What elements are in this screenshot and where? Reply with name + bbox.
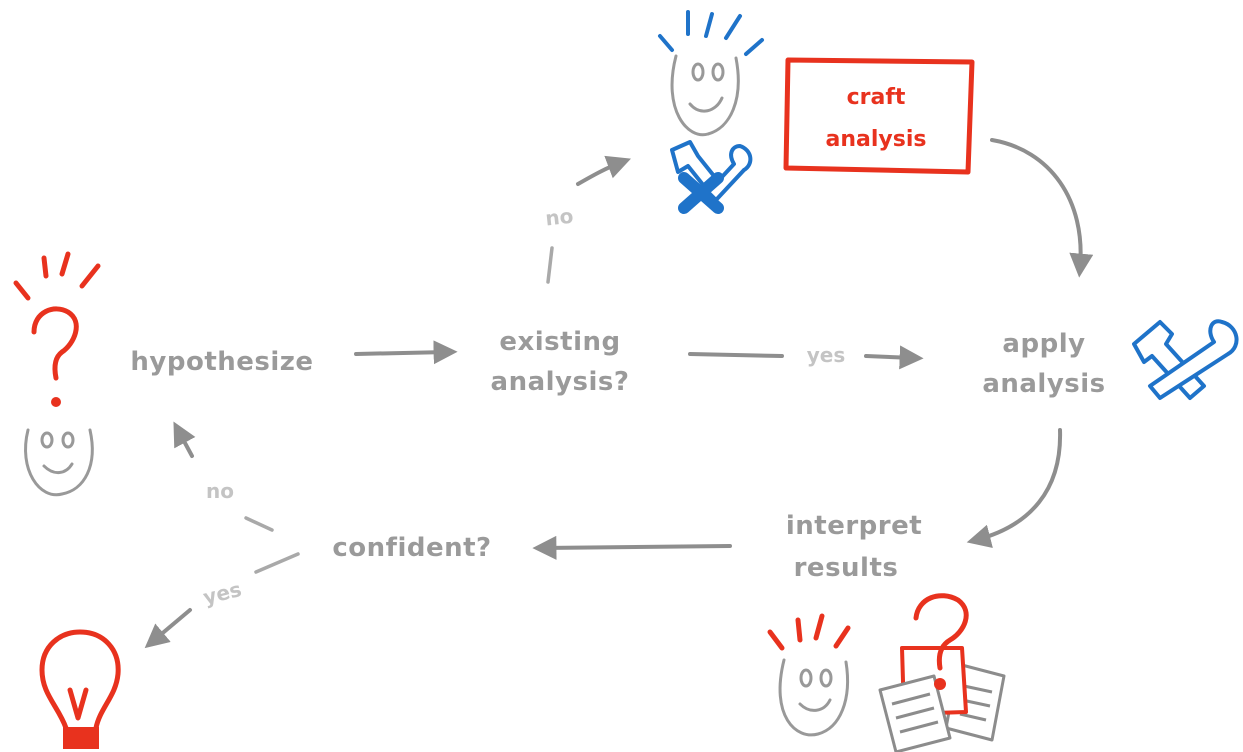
craft-analysis-node: craft analysis [783,57,975,175]
person-face-icon [24,428,94,497]
crafter-person-icon [658,10,764,214]
arrow-apply-to-interpret [966,428,1063,548]
edge-label-existing-yes: yes [807,343,846,367]
idea-rays-icon [767,613,851,651]
documents-icon [878,593,1006,752]
arrow-confident-no-stem [244,516,274,532]
arrow-confident-to-hypothesize [173,421,196,458]
apply-analysis-label-line2: analysis [982,369,1105,399]
tools-icon [670,140,753,214]
arrow-hypothesize-to-existing [354,340,458,365]
person-face-icon [778,658,850,737]
arrow-existing-to-craft [576,155,631,186]
interpret-results-label-line2: results [794,553,899,583]
apply-analysis-node: apply analysis [982,329,1105,399]
arrow-confident-yes-stem [254,552,300,574]
thinking-person-icon [13,251,101,497]
interpreter-person-icon [767,593,1006,752]
person-face-icon [670,54,740,137]
arrow-existing-no-stem [546,246,554,284]
lightbulb-icon [39,629,121,749]
existing-analysis-label-line2: analysis? [491,367,630,397]
arrow-existing-to-apply-left [688,352,784,358]
edge-label-confident-yes: yes [201,577,244,610]
edge-label-confident-no: no [206,479,234,503]
arrow-confident-to-idea [144,608,192,649]
arrow-craft-to-apply [990,138,1094,278]
existing-analysis-label-line1: existing [499,327,620,357]
tools-icon [1132,319,1239,400]
question-mark-icon [13,251,101,407]
interpret-results-label-line1: interpret [786,511,922,541]
arrow-interpret-to-confident [532,535,732,560]
edge-label-existing-no: no [544,204,574,231]
craft-analysis-label-line1: craft [847,85,906,110]
arrow-existing-to-apply-right [864,345,924,370]
apply-analysis-label-line1: apply [1002,329,1085,359]
confident-node-label: confident? [332,533,491,563]
existing-analysis-node: existing analysis? [491,327,630,397]
idea-rays-icon [658,10,764,56]
hypothesize-node-label: hypothesize [130,347,313,377]
craft-analysis-label-line2: analysis [826,127,927,152]
interpret-results-node: interpret results [786,511,922,583]
